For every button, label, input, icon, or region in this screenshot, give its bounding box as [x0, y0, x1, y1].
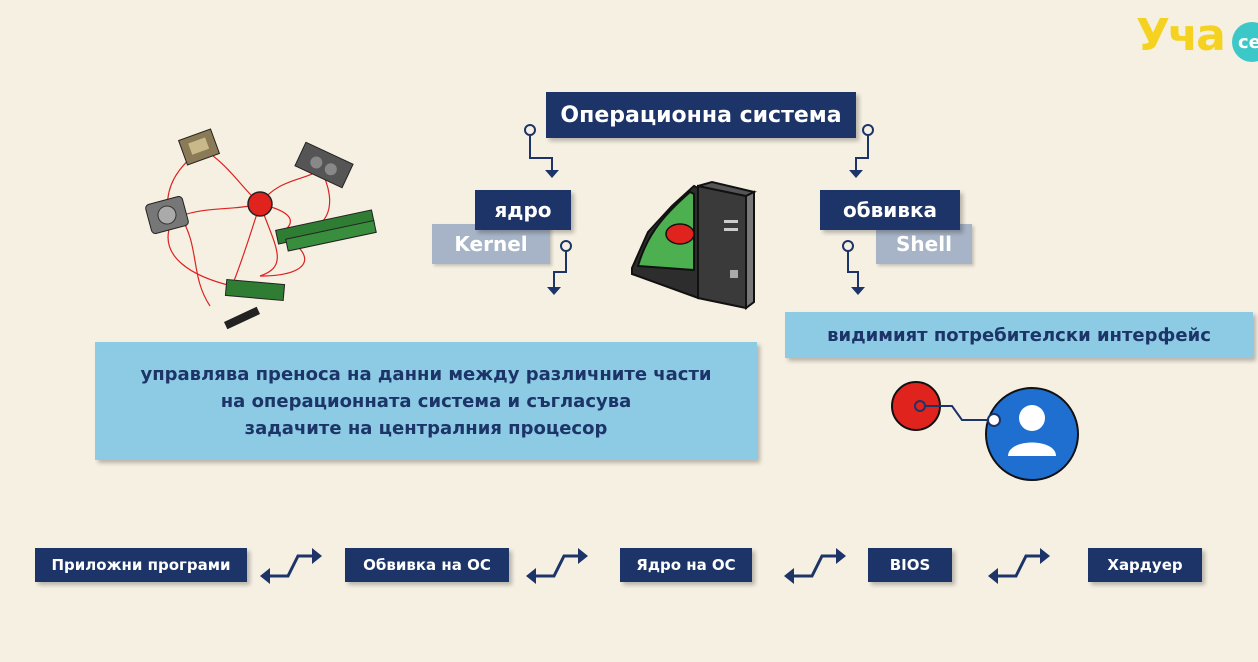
shell-label-text: обвивка — [842, 198, 938, 222]
chain-item-os-shell-text: Обвивка на ОС — [363, 556, 491, 574]
connector-title-shell — [849, 124, 874, 178]
hardware-cluster-icon — [145, 128, 377, 330]
kernel-description-line3: задачите на централния процесор — [244, 417, 608, 439]
kernel-english-label: Kernel — [432, 224, 550, 264]
connection-arrow-icon — [526, 548, 588, 584]
connection-arrow-icon — [260, 548, 322, 584]
kernel-description-line1: управлява преноса на данни между различн… — [140, 363, 712, 385]
kernel-label-text: ядро — [494, 198, 552, 222]
chain-item-bios: BIOS — [868, 548, 952, 582]
diagram-title: Операционна система — [546, 92, 856, 138]
kernel-description-line2: на операционната система и съгласува — [220, 390, 632, 412]
chain-item-hardware-text: Хардуер — [1107, 556, 1183, 574]
logo-badge: се — [1232, 22, 1258, 62]
shell-english-text: Shell — [896, 232, 952, 256]
logo-text: Уча — [1136, 10, 1226, 61]
chain-item-hardware: Хардуер — [1088, 548, 1202, 582]
shell-description-text: видимият потребителски интерфейс — [827, 324, 1211, 346]
connector-shell-down — [842, 240, 865, 295]
connection-arrow-icon — [784, 548, 846, 584]
chain-item-os-kernel-text: Ядро на ОС — [636, 556, 736, 574]
logo-badge-text: се — [1238, 31, 1258, 53]
chain-item-os-kernel: Ядро на ОС — [620, 548, 752, 582]
kernel-description: управлява преноса на данни между различн… — [95, 342, 757, 460]
shell-english-label: Shell — [876, 224, 972, 264]
connection-arrow-icon — [988, 548, 1050, 584]
connector-title-kernel — [524, 124, 559, 178]
logo[interactable]: Уча се — [1136, 6, 1258, 66]
kernel-label: ядро — [475, 190, 571, 230]
chain-item-applications: Приложни програми — [35, 548, 247, 582]
chain-item-applications-text: Приложни програми — [51, 556, 231, 574]
shell-description: видимият потребителски интерфейс — [785, 312, 1253, 358]
diagram-title-text: Операционна система — [560, 102, 842, 128]
kernel-english-text: Kernel — [454, 232, 528, 256]
chain-item-bios-text: BIOS — [889, 556, 931, 574]
shell-label: обвивка — [820, 190, 960, 230]
user-icon — [891, 381, 1079, 481]
connector-kernel-down — [547, 240, 572, 295]
computer-case-icon — [631, 180, 757, 310]
chain-item-os-shell: Обвивка на ОС — [345, 548, 509, 582]
